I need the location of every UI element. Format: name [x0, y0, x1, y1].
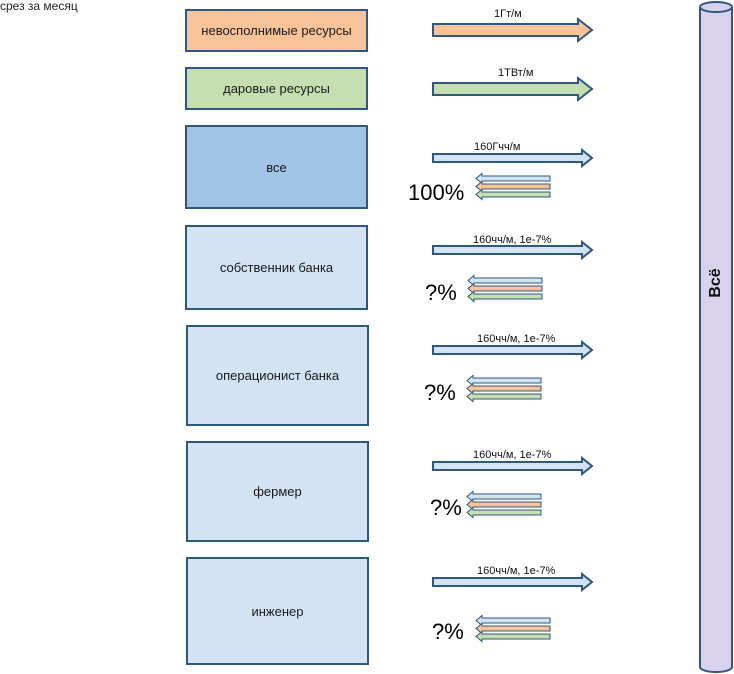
share-percent: ?% — [424, 380, 456, 405]
flow-label: 1ТВт/м — [498, 67, 534, 79]
return-arrows — [466, 490, 542, 519]
return-arrows — [475, 614, 551, 643]
box-free-resources: даровые ресурсы — [185, 67, 368, 110]
flow-label: 160чч/м, 1е-7% — [477, 333, 556, 345]
total-label: Всё — [707, 268, 724, 298]
box-label: инженер — [251, 603, 304, 619]
box-bank-teller: операционист банка — [186, 325, 369, 426]
share-percent: 100% — [408, 180, 465, 205]
page-title: срез за месяц — [0, 0, 78, 13]
flow-label: 160Гчч/м — [474, 141, 521, 153]
share-percent: ?% — [430, 495, 462, 520]
flow-arrow — [432, 571, 594, 593]
flow-label: 160чч/м, 1е-7% — [477, 565, 556, 577]
box-all: все — [185, 125, 368, 209]
return-arrows — [467, 274, 543, 303]
box-label: даровые ресурсы — [223, 81, 330, 96]
flow-arrow — [432, 339, 594, 361]
box-label: собственник банка — [219, 260, 334, 275]
flow-arrow — [432, 75, 594, 103]
flow-arrow — [432, 239, 594, 261]
total-cylinder — [699, 1, 733, 673]
box-engineer: инженер — [186, 557, 369, 665]
flow-label: 1Гт/м — [494, 8, 522, 20]
box-label: невосполнимые ресурсы — [201, 23, 352, 38]
box-farmer: фермер — [186, 441, 369, 542]
flow-arrow — [432, 147, 594, 169]
flow-arrow — [432, 16, 594, 44]
share-percent: ?% — [432, 619, 464, 644]
box-label: фермер — [253, 484, 302, 499]
return-arrows — [466, 374, 542, 403]
flow-arrow — [432, 455, 594, 477]
box-label: операционист банка — [215, 368, 340, 383]
box-nonrenewable-resources: невосполнимые ресурсы — [185, 9, 368, 52]
share-percent: ?% — [425, 280, 457, 305]
box-label: все — [266, 159, 287, 175]
flow-label: 160чч/м, 1е-7% — [473, 234, 552, 246]
box-bank-owner: собственник банка — [185, 225, 368, 310]
return-arrows — [475, 172, 551, 201]
flow-label: 160чч/м, 1е-7% — [473, 449, 552, 461]
